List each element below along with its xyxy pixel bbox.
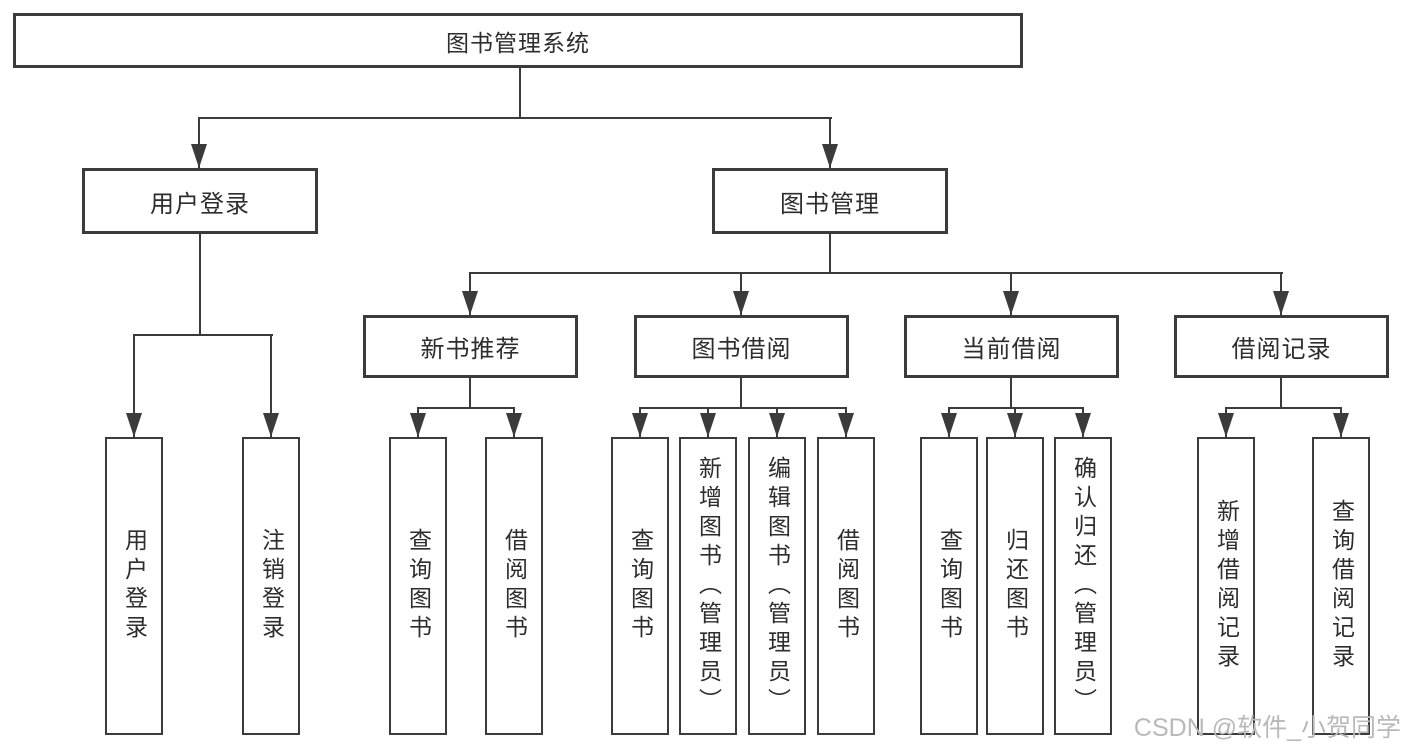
arrowhead-down-icon [1007, 413, 1023, 437]
arrowhead-down-icon [1075, 413, 1091, 437]
arrowhead-down-icon [126, 413, 142, 437]
leaf-borrow-books-recommend-label: 借阅图书 [501, 528, 528, 644]
leaf-confirm-return-admin: 确认归还（管理员） [1054, 437, 1112, 735]
arrowhead-down-icon [632, 413, 648, 437]
connector-line [1010, 378, 1012, 408]
node-new-book-recommend-label: 新书推荐 [420, 336, 521, 363]
connector-line [829, 234, 831, 273]
leaf-borrow-books: 借阅图书 [817, 437, 875, 735]
node-book-management: 图书管理 [712, 168, 948, 234]
arrowhead-down-icon [822, 144, 838, 168]
connector-line [639, 407, 847, 409]
leaf-logout-label: 注销登录 [258, 528, 285, 644]
arrowhead-down-icon [191, 144, 207, 168]
leaf-query-borrow-record: 查询借阅记录 [1312, 437, 1370, 735]
node-current-borrowing-label: 当前借阅 [961, 336, 1062, 363]
leaf-query-books-recommend: 查询图书 [389, 437, 447, 735]
node-library-system-label: 图书管理系统 [446, 29, 590, 56]
leaf-user-login: 用户登录 [105, 437, 163, 735]
leaf-borrow-books-label: 借阅图书 [833, 528, 860, 644]
node-borrowing-records: 借阅记录 [1174, 315, 1389, 378]
leaf-user-login-label: 用户登录 [121, 528, 148, 644]
leaf-query-books-borrowing-label: 查询图书 [627, 528, 654, 644]
arrowhead-down-icon [410, 413, 426, 437]
leaf-add-books-admin: 新增图书（管理员） [679, 437, 737, 735]
leaf-return-books: 归还图书 [986, 437, 1044, 735]
arrowhead-down-icon [1003, 291, 1019, 315]
connector-line [198, 117, 832, 119]
connector-line [519, 68, 521, 118]
connector-line [829, 117, 831, 168]
arrowhead-down-icon [838, 413, 854, 437]
leaf-logout: 注销登录 [242, 437, 300, 735]
arrowhead-down-icon [506, 413, 522, 437]
connector-line [199, 234, 201, 335]
leaf-add-borrow-record: 新增借阅记录 [1197, 437, 1255, 735]
arrowhead-down-icon [1333, 413, 1349, 437]
watermark: CSDN @软件_小贺同学 [1133, 714, 1401, 742]
leaf-query-books-current-label: 查询图书 [936, 528, 963, 644]
node-book-management-label: 图书管理 [780, 190, 880, 218]
connector-line [270, 334, 272, 437]
node-new-book-recommend: 新书推荐 [363, 315, 578, 378]
connector-line [198, 117, 200, 168]
node-user-login: 用户登录 [82, 168, 318, 234]
node-library-system: 图书管理系统 [13, 13, 1023, 68]
leaf-confirm-return-admin-label: 确认归还（管理员） [1070, 455, 1097, 717]
arrowhead-down-icon [733, 291, 749, 315]
arrowhead-down-icon [1218, 413, 1234, 437]
connector-line [469, 378, 471, 408]
leaf-return-books-label: 归还图书 [1002, 528, 1029, 644]
leaf-query-books-current: 查询图书 [920, 437, 978, 735]
leaf-query-books-borrowing: 查询图书 [611, 437, 669, 735]
leaf-add-borrow-record-label: 新增借阅记录 [1213, 499, 1240, 673]
arrowhead-down-icon [263, 413, 279, 437]
connector-line [469, 272, 1283, 274]
connector-line [1280, 378, 1282, 408]
leaf-borrow-books-recommend: 借阅图书 [485, 437, 543, 735]
node-user-login-label: 用户登录 [150, 190, 250, 218]
node-book-borrowing-label: 图书借阅 [691, 336, 792, 363]
arrowhead-down-icon [1273, 291, 1289, 315]
connector-line [948, 407, 1084, 409]
connector-line [133, 334, 135, 437]
connector-line [417, 407, 515, 409]
leaf-add-books-admin-label: 新增图书（管理员） [695, 455, 722, 717]
arrowhead-down-icon [941, 413, 957, 437]
arrowhead-down-icon [769, 413, 785, 437]
node-current-borrowing: 当前借阅 [904, 315, 1119, 378]
leaf-edit-books-admin: 编辑图书（管理员） [748, 437, 806, 735]
connector-line [1225, 407, 1342, 409]
connector-line [740, 378, 742, 408]
arrowhead-down-icon [700, 413, 716, 437]
leaf-query-books-recommend-label: 查询图书 [405, 528, 432, 644]
node-borrowing-records-label: 借阅记录 [1231, 336, 1332, 363]
leaf-edit-books-admin-label: 编辑图书（管理员） [764, 455, 791, 717]
leaf-query-borrow-record-label: 查询借阅记录 [1328, 499, 1355, 673]
connector-line [133, 334, 273, 336]
arrowhead-down-icon [462, 291, 478, 315]
node-book-borrowing: 图书借阅 [634, 315, 849, 378]
